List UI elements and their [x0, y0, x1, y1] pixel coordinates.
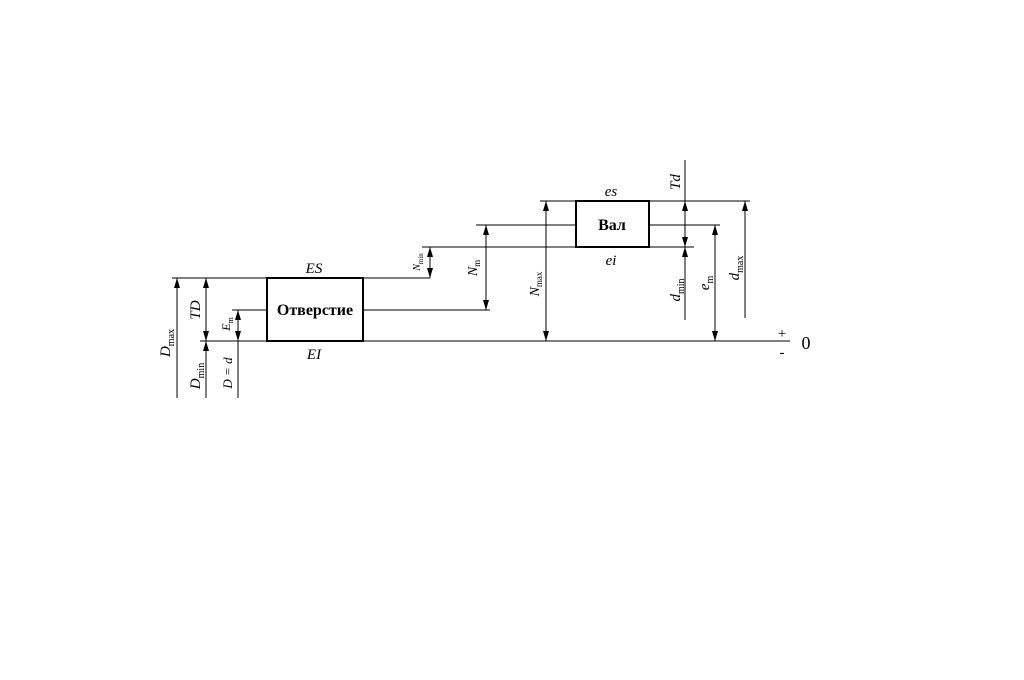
label-d-max: Dmax — [158, 329, 177, 358]
arrow — [682, 201, 688, 211]
label-e-m: Em — [219, 316, 235, 331]
label-d-min: Dmin — [188, 363, 207, 390]
hole-label: Отверстие — [277, 302, 353, 319]
arrow — [543, 331, 549, 341]
label-n-min: Nmin — [412, 253, 425, 272]
label-td-shaft: Td — [668, 174, 684, 190]
arrow — [203, 341, 209, 351]
label-n-m: Nm — [466, 260, 482, 277]
shaft-label: Вал — [598, 217, 626, 234]
arrow — [742, 201, 748, 211]
arrow — [235, 310, 241, 320]
arrow — [427, 268, 433, 278]
label-n-max: Nmax — [528, 271, 544, 297]
label-d-min-shaft: dmin — [668, 278, 687, 301]
plus-sign: + — [778, 326, 786, 342]
hole-ei-label: EI — [306, 347, 322, 363]
hole-es-label: ES — [305, 261, 323, 277]
minus-sign: - — [780, 345, 785, 361]
arrow — [203, 331, 209, 341]
arrow — [235, 331, 241, 341]
arrow — [427, 247, 433, 257]
label-e-m-shaft: em — [697, 276, 716, 291]
arrow — [682, 237, 688, 247]
arrow — [682, 247, 688, 257]
label-d-eq-d: D = d — [220, 357, 235, 390]
shaft-es-label: es — [605, 184, 618, 200]
arrow — [543, 201, 549, 211]
shaft-box — [575, 200, 650, 248]
arrow — [203, 278, 209, 288]
arrow — [712, 225, 718, 235]
arrow — [483, 300, 489, 310]
zero-label: 0 — [802, 333, 811, 353]
arrow — [483, 225, 489, 235]
hole-box — [266, 277, 364, 342]
label-d-max-shaft: dmax — [727, 256, 746, 281]
label-td: TD — [188, 300, 204, 319]
arrow — [174, 278, 180, 288]
arrow — [712, 331, 718, 341]
shaft-ei-label: ei — [606, 253, 617, 269]
